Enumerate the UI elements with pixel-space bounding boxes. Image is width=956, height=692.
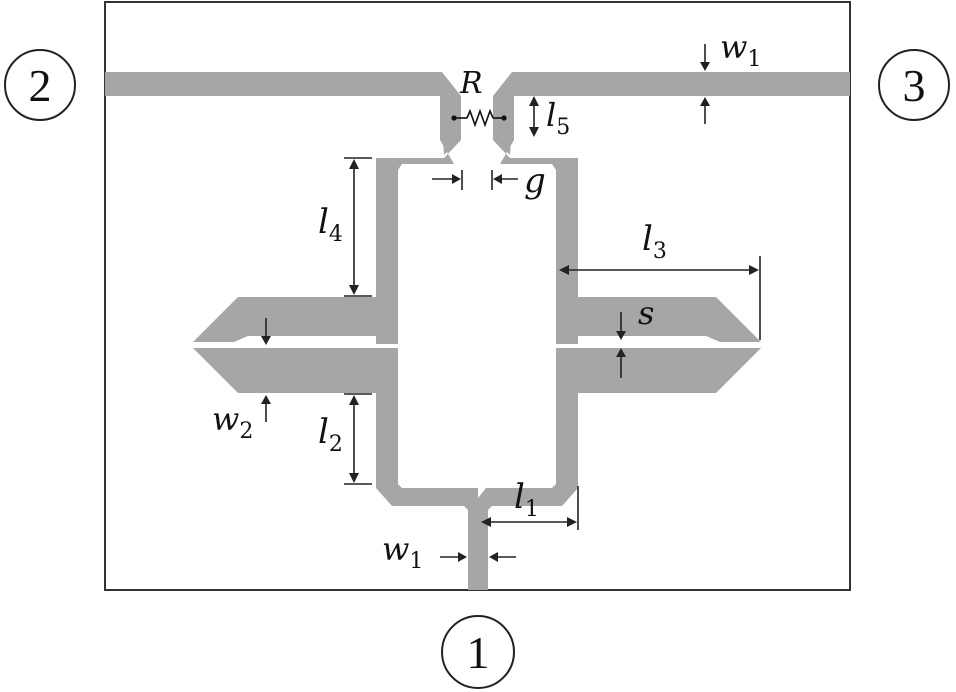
svg-text:l4: l4 — [318, 202, 343, 247]
svg-text:l5: l5 — [546, 96, 570, 140]
dim-w2: w2 — [212, 318, 271, 444]
dim-w1-top: w1 — [700, 28, 761, 124]
dim-l4: l4 — [318, 157, 372, 297]
svg-text:g: g — [524, 161, 546, 201]
line-port-2 — [105, 72, 461, 155]
microstrip-traces — [105, 72, 850, 590]
port-2: 2 — [4, 49, 76, 121]
dim-g: g — [432, 161, 546, 201]
left-stub-upper — [193, 297, 398, 342]
svg-text:2: 2 — [29, 60, 52, 111]
line-port-3 — [493, 72, 850, 155]
dim-l5: l5 — [529, 96, 570, 140]
svg-text:l3: l3 — [642, 219, 667, 264]
dim-l2: l2 — [318, 393, 372, 485]
dim-l3: l3 — [559, 219, 761, 340]
isolation-resistor: R — [451, 66, 507, 128]
svg-text:s: s — [638, 294, 654, 332]
svg-text:w1: w1 — [720, 28, 761, 72]
svg-text:3: 3 — [903, 60, 926, 111]
resistor-label: R — [459, 66, 483, 101]
right-arm-lower — [492, 393, 578, 506]
right-stub-lower — [556, 348, 761, 393]
svg-text:l2: l2 — [318, 412, 343, 457]
port-1: 1 — [441, 615, 515, 689]
svg-text:w1: w1 — [382, 530, 423, 574]
port-3: 3 — [878, 49, 950, 121]
svg-text:1: 1 — [467, 627, 490, 678]
svg-text:w2: w2 — [212, 400, 253, 444]
dim-w1-bottom: w1 — [382, 530, 516, 574]
dim-l1: l1 — [481, 477, 579, 530]
dim-s: s — [616, 294, 654, 378]
svg-text:l1: l1 — [514, 477, 539, 522]
left-stub-lower — [193, 348, 398, 393]
line-port-1 — [464, 488, 492, 590]
right-stub-upper — [556, 297, 761, 342]
